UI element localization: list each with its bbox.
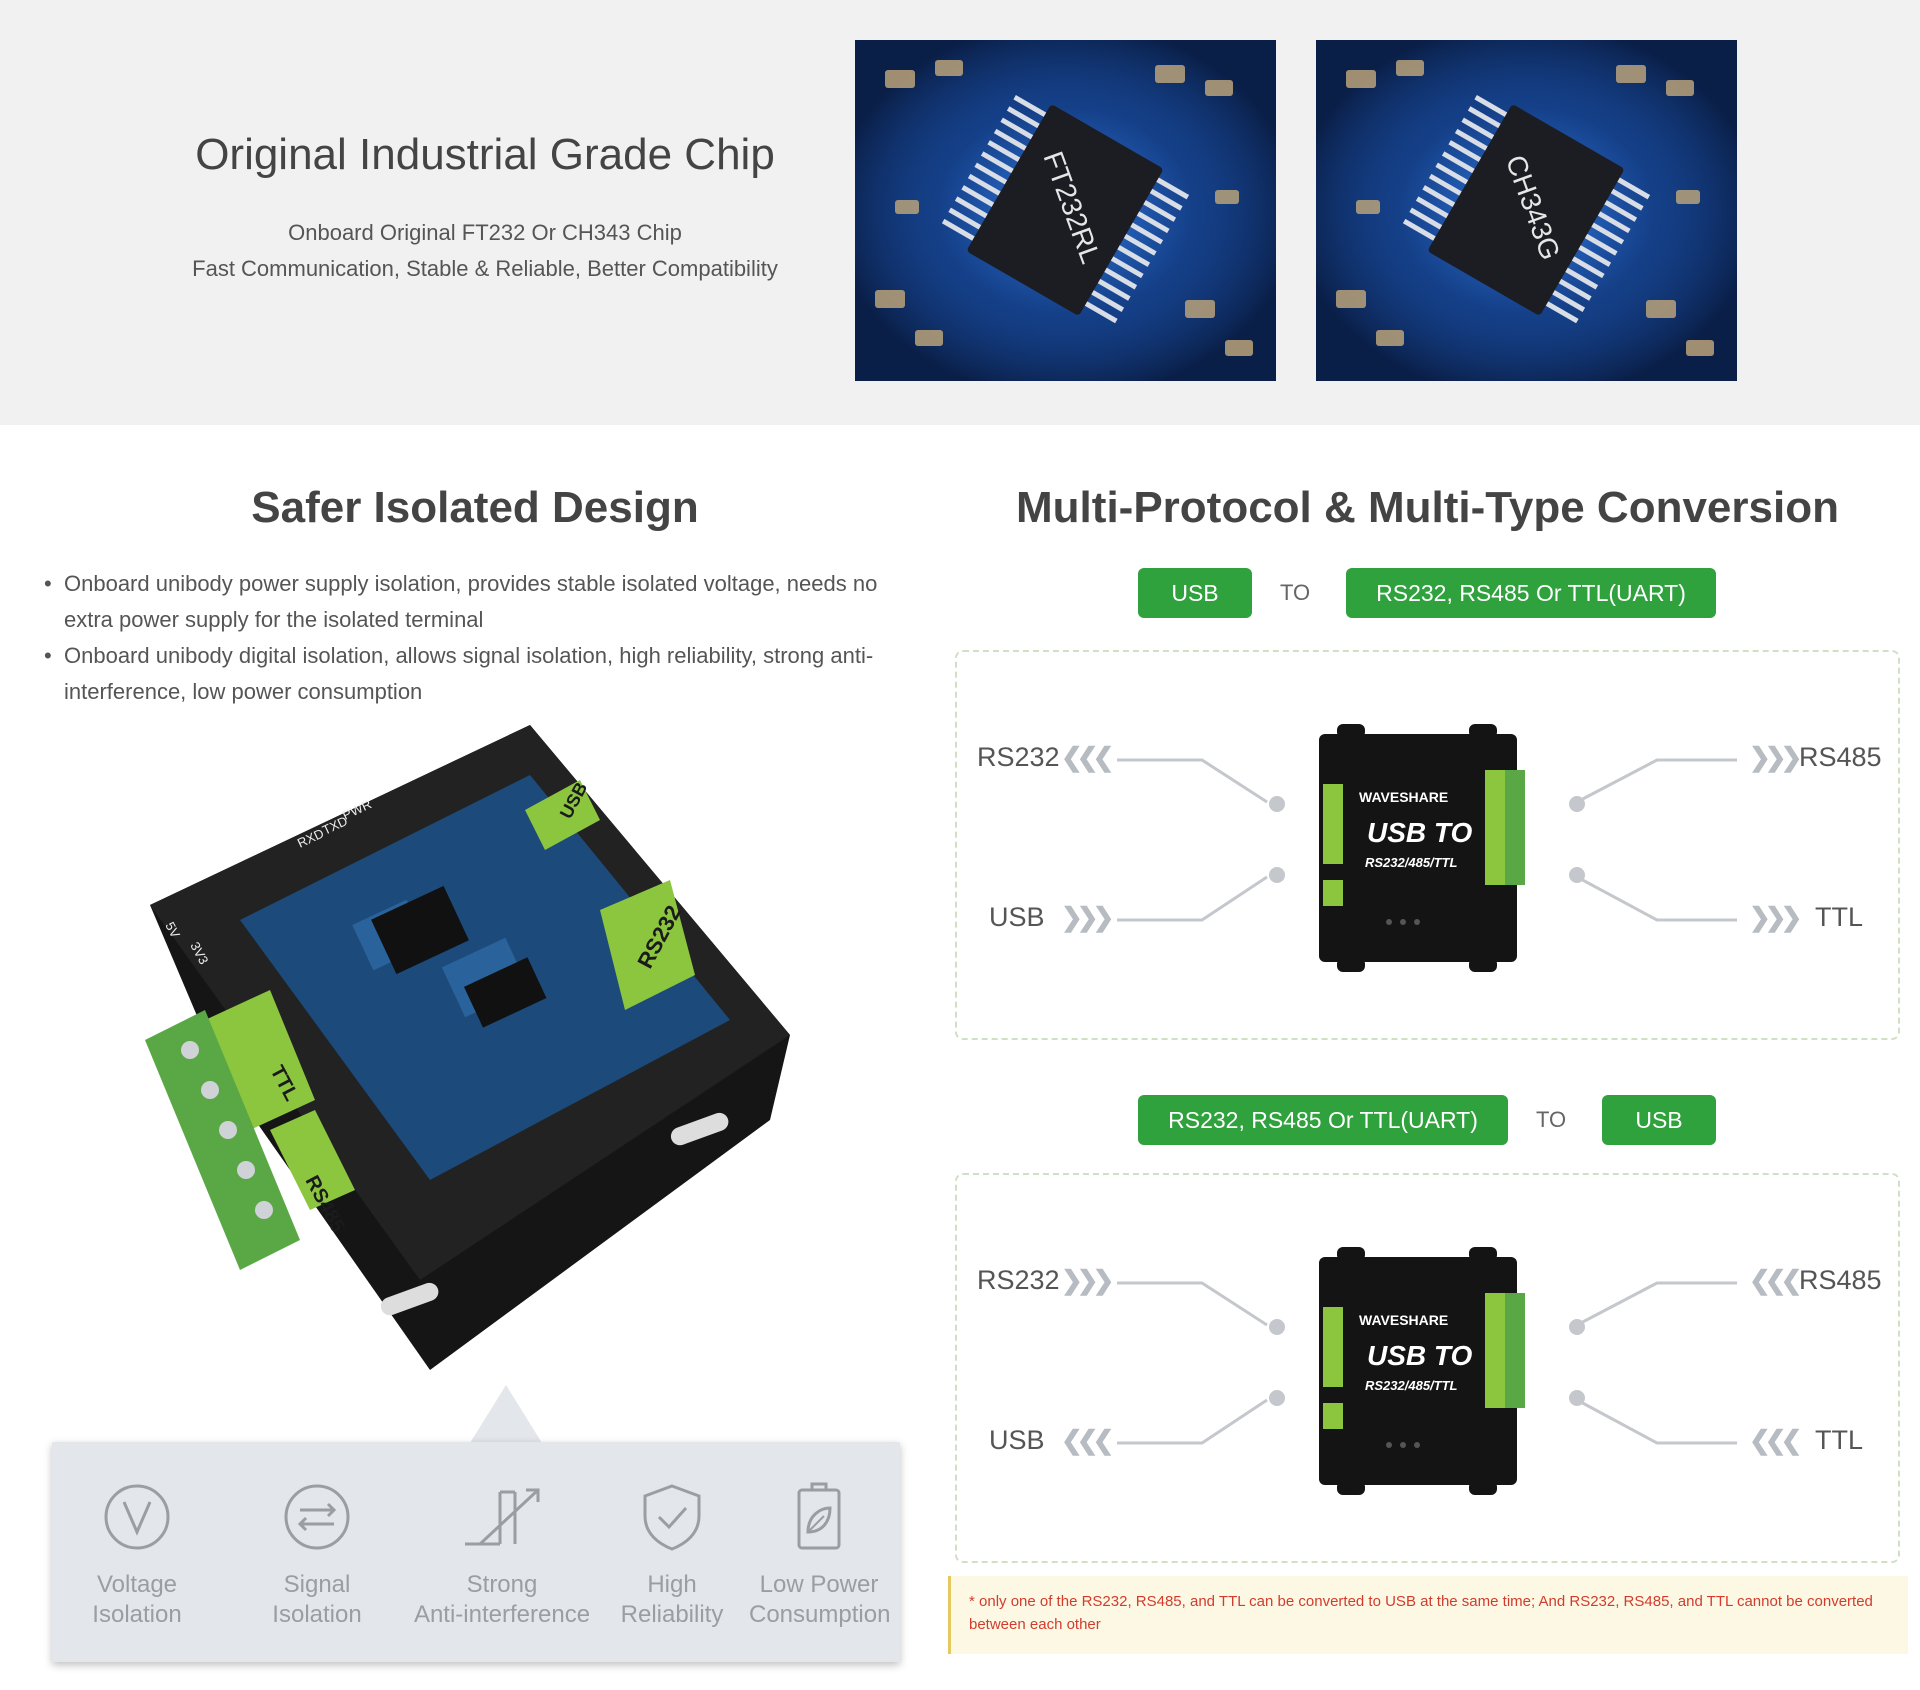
arrows-right-icon: ❯❯❯ [1749,902,1802,932]
arrows-left-icon: ❮❮❮ [1061,742,1114,772]
usb-to-serial-diagram: WAVESHARE USB TO RS232/485/TTL RS232 ❮❮❮… [955,650,1900,1040]
converter-device-image: WAVESHARE USB TO RS232/485/TTL [1319,724,1525,972]
device-title: USB TO [1367,817,1472,848]
feature-label: Isolation [92,1601,182,1628]
feature-label: Reliability [620,1601,724,1628]
usb-pill: USB [1138,568,1252,618]
feature-voltage-isolation: Voltage Isolation [82,1482,192,1630]
arrows-left-icon: ❮❮❮ [1061,1425,1114,1455]
feature-anti-interference: Strong Anti-interference [407,1482,597,1630]
device-brand: WAVESHARE [1359,789,1448,805]
feature-low-power: Low Power Consumption [749,1482,891,1630]
usb-pill: USB [1602,1095,1716,1145]
to-label: TO [1536,1107,1567,1132]
ft232-chip-image: FT232RL [855,40,1276,381]
arrows-right-icon: ❯❯❯ [1061,1265,1114,1295]
voltage-icon [104,1484,170,1550]
feature-label: High [647,1571,697,1598]
ttl-label: TTL [1815,902,1864,932]
device-brand: WAVESHARE [1359,1312,1448,1328]
serial-to-usb-diagram: WAVESHARE USB TO RS232/485/TTL RS232 ❯❯❯… [955,1173,1900,1563]
signal-icon [284,1484,350,1550]
converter-device-image: WAVESHARE USB TO RS232/485/TTL [1319,1247,1525,1495]
protocols-pill: RS232, RS485 Or TTL(UART) [1346,568,1716,618]
arrows-left-icon: ❮❮❮ [1749,1425,1802,1455]
arrows-right-icon: ❯❯❯ [1749,742,1802,772]
rs232-label: RS232 [977,742,1060,772]
device-5v-label: 5V [162,919,183,940]
anti-interference-icon [465,1488,540,1546]
isolation-bullet: Onboard unibody digital isolation, allow… [40,638,890,710]
isolation-title: Safer Isolated Design [251,483,699,532]
chip-subtitle-line2: Fast Communication, Stable & Reliable, B… [192,256,778,281]
chip-section: Original Industrial Grade Chip Onboard O… [0,0,1920,425]
feature-label: Signal [283,1571,351,1598]
feature-label: Anti-interference [413,1601,591,1628]
chip-subtitle-line1: Onboard Original FT232 Or CH343 Chip [288,220,682,245]
arrows-left-icon: ❮❮❮ [1749,1265,1802,1295]
feature-label: Consumption [749,1601,891,1628]
protocols-pill: RS232, RS485 Or TTL(UART) [1138,1095,1508,1145]
feature-label: Voltage [96,1571,178,1598]
device-subtitle: RS232/485/TTL [1365,1378,1458,1393]
conversion-note: * only one of the RS232, RS485, and TTL … [948,1576,1908,1654]
arrows-right-icon: ❯❯❯ [1061,902,1114,932]
chip-section-subtitle: Onboard Original FT232 Or CH343 Chip Fas… [150,215,820,287]
chip-section-title: Original Industrial Grade Chip [195,130,775,179]
rs485-label: RS485 [1799,1265,1882,1295]
isolation-bullet: Onboard unibody power supply isolation, … [40,566,890,638]
ttl-label: TTL [1815,1425,1864,1455]
to-label: TO [1280,580,1311,605]
feature-label: Isolation [272,1601,362,1628]
device-photo: USB RS232 TTL RS485 PWR TXD RXD 5V 3V3 [130,720,810,1370]
rs485-label: RS485 [1799,742,1882,772]
feature-high-reliability: High Reliability [612,1482,732,1630]
isolation-bullet-list: Onboard unibody power supply isolation, … [40,566,890,710]
device-subtitle: RS232/485/TTL [1365,855,1458,870]
feature-label: Low Power [759,1571,879,1598]
usb-label: USB [989,902,1045,932]
usb-label: USB [989,1425,1045,1455]
device-title: USB TO [1367,1340,1472,1371]
battery-leaf-icon [797,1482,841,1550]
shield-check-icon [643,1484,701,1551]
feature-signal-isolation: Signal Isolation [262,1482,372,1630]
ch343-chip-image: CH343G [1316,40,1737,381]
conversion-title: Multi-Protocol & Multi-Type Conversion [1016,483,1839,532]
feature-label: Strong [466,1571,538,1598]
feature-panel: Voltage Isolation Signal Isolation Stron… [52,1442,900,1662]
feature-panel-notch [470,1385,542,1443]
rs232-label: RS232 [977,1265,1060,1295]
